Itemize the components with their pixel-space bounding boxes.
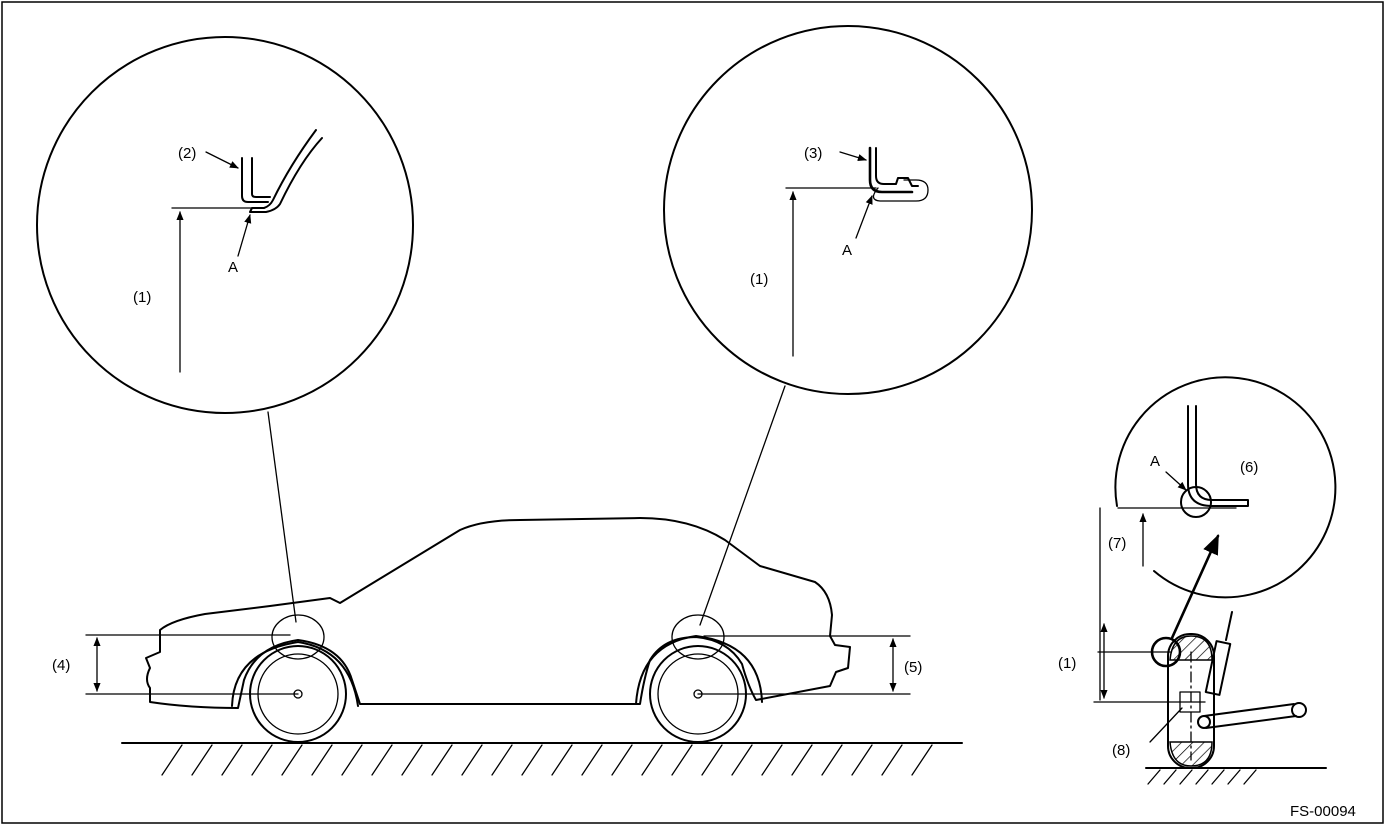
figure-code: FS-00094	[1290, 803, 1356, 820]
label-5: (5)	[904, 659, 922, 676]
side-detail-magnifier: A (6)	[1114, 376, 1337, 599]
car-side-view	[145, 517, 851, 743]
label-a-rear: A	[842, 242, 852, 259]
label-3-rear: (3)	[804, 145, 822, 162]
side-offset-dimension: (7)	[1108, 513, 1147, 567]
front-connector-line	[267, 411, 297, 623]
label-8: (8)	[1112, 742, 1130, 759]
front-detail-magnifier: (2) A (1)	[36, 36, 414, 414]
rear-height-dimension: (5)	[697, 635, 922, 695]
ground-line	[121, 742, 963, 776]
label-1-side: (1)	[1058, 655, 1076, 672]
wheel-cross-section: (1) (8)	[1058, 507, 1327, 785]
label-2-front: (2)	[178, 145, 196, 162]
front-height-dimension: (4)	[52, 634, 299, 695]
label-1-rear: (1)	[750, 271, 768, 288]
label-1-front: (1)	[133, 289, 151, 306]
label-6: (6)	[1240, 459, 1258, 476]
rear-connector-line	[699, 385, 786, 626]
label-4: (4)	[52, 657, 70, 674]
rear-detail-magnifier: (3) A (1)	[663, 25, 1033, 395]
label-7: (7)	[1108, 535, 1126, 552]
label-a-side: A	[1150, 453, 1160, 470]
label-a-front: A	[228, 259, 238, 276]
